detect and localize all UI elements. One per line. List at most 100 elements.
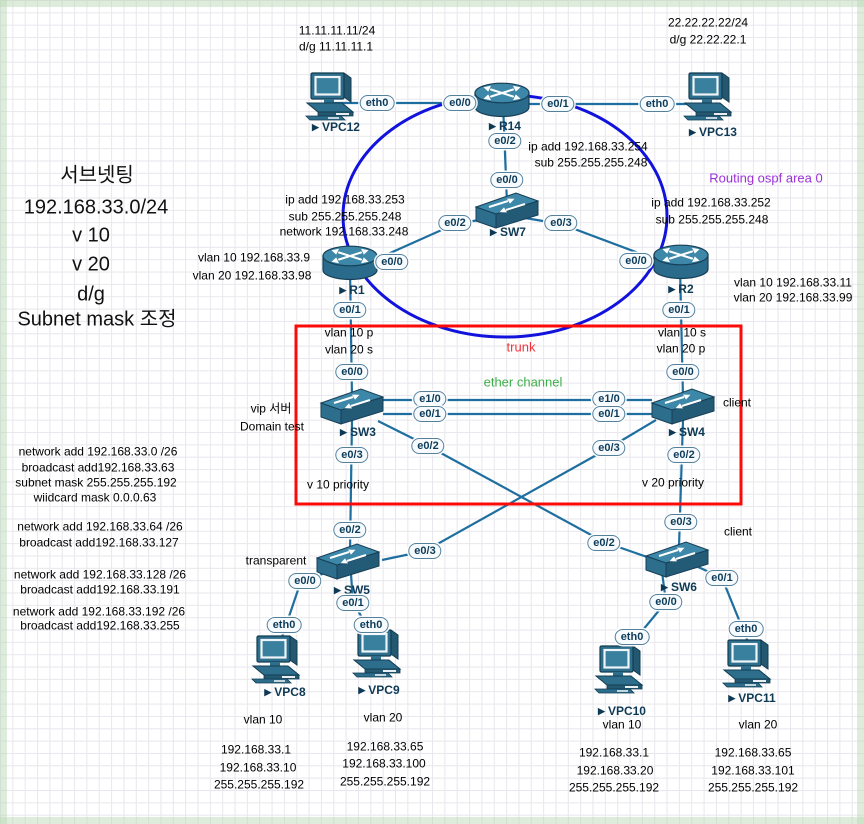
note-0-11-11-11-11-24[interactable]: 11.11.11.11/24	[298, 23, 376, 38]
note-34-subnet-mask[interactable]: Subnet mask 조정	[17, 308, 177, 331]
port-vpc13-eth0[interactable]: eth0	[639, 96, 675, 112]
note-59-192-168-33-101[interactable]: 192.168.33.101	[711, 763, 795, 778]
note-44-broadcast-add192-168-33-255[interactable]: broadcast add192.168.33.255	[20, 618, 180, 633]
note-49-vlan-20[interactable]: vlan 20	[363, 710, 403, 725]
port-sw7-e0-3[interactable]: e0/3	[544, 215, 578, 231]
port-sw4-e0-3[interactable]: e0/3	[592, 440, 626, 456]
device-label-sw3[interactable]: ▶SW3	[340, 426, 376, 438]
device-label-sw5[interactable]: ▶SW5	[334, 584, 370, 596]
port-r2-e0-0[interactable]: e0/0	[619, 253, 653, 269]
port-vpc12-eth0[interactable]: eth0	[359, 95, 395, 111]
note-2-22-22-22-22-24[interactable]: 22.22.22.22/24	[667, 15, 749, 30]
note-18-vlan-10-s[interactable]: vlan 10 s	[657, 325, 707, 340]
device-label-r14[interactable]: ▶R14	[489, 120, 521, 132]
device-label-sw4[interactable]: ▶SW4	[669, 426, 705, 438]
note-38-wiidcard-mask-0-0-0-63[interactable]: wiidcard mask 0.0.0.63	[33, 490, 157, 505]
note-45-vlan-10[interactable]: vlan 10	[243, 712, 283, 727]
port-r14-e0-0[interactable]: e0/0	[443, 95, 477, 111]
port-sw4-e0-2[interactable]: e0/2	[667, 447, 701, 463]
note-24-client[interactable]: client	[722, 395, 752, 410]
note-12-vlan-10-192-168-33-9[interactable]: vlan 10 192.168.33.9	[197, 250, 311, 265]
port-sw6-e0-1[interactable]: e0/1	[705, 570, 739, 586]
port-sw3-e0-3[interactable]: e0/3	[335, 447, 369, 463]
device-label-r2[interactable]: ▶R2	[668, 283, 693, 295]
note-42-broadcast-add192-168-33-191[interactable]: broadcast add192.168.33.191	[20, 582, 180, 597]
note-3-d-g-22-22-22-1[interactable]: d/g 22.22.22.1	[669, 32, 747, 47]
port-sw3-e0-2[interactable]: e0/2	[411, 438, 445, 454]
note-36-broadcast-add192-168-33-63[interactable]: broadcast add192.168.33.63	[21, 460, 175, 475]
note-48-255-255-255-192[interactable]: 255.255.255.192	[213, 777, 305, 792]
note-57-vlan-20[interactable]: vlan 20	[738, 717, 778, 732]
port-sw7-e0-2[interactable]: e0/2	[438, 215, 472, 231]
note-27-transparent[interactable]: transparent	[245, 553, 307, 568]
note-51-192-168-33-100[interactable]: 192.168.33.100	[342, 756, 426, 771]
note-53-vlan-10[interactable]: vlan 10	[602, 717, 642, 732]
note-46-192-168-33-1[interactable]: 192.168.33.1	[220, 742, 292, 757]
device-label-sw7[interactable]: ▶SW7	[490, 226, 526, 238]
device-label-vpc8[interactable]: ▶VPC8	[264, 686, 305, 698]
note-39-network-add-192-168-33-64-26[interactable]: network add 192.168.33.64 /26	[17, 519, 183, 534]
port-sw4-e0-0[interactable]: e0/0	[666, 364, 700, 380]
device-label-vpc10[interactable]: ▶VPC10	[598, 705, 646, 717]
note-10-ip-add-192-168-33-252[interactable]: ip add 192.168.33.252	[651, 195, 771, 210]
note-5-sub-255-255-255-248[interactable]: sub 255.255.255.248	[534, 155, 648, 170]
port-sw4-e0-1[interactable]: e0/1	[592, 406, 626, 422]
note-47-192-168-33-10[interactable]: 192.168.33.10	[219, 760, 297, 775]
note-30-192-168-33-0-24[interactable]: 192.168.33.0/24	[23, 196, 169, 219]
note-56-255-255-255-192[interactable]: 255.255.255.192	[568, 780, 660, 795]
note-13-vlan-20-192-168-33-98[interactable]: vlan 20 192.168.33.98	[192, 268, 312, 283]
port-sw6-e0-2[interactable]: e0/2	[587, 535, 621, 551]
note-41-network-add-192-168-33-128-26[interactable]: network add 192.168.33.128 /26	[13, 567, 187, 582]
note-52-255-255-255-192[interactable]: 255.255.255.192	[339, 774, 431, 789]
port-r1-e0-0[interactable]: e0/0	[375, 254, 409, 270]
note-15-vlan-20-192-168-33-99[interactable]: vlan 20 192.168.33.99	[733, 290, 853, 305]
device-label-vpc13[interactable]: ▶VPC13	[689, 126, 737, 138]
note-54-192-168-33-1[interactable]: 192.168.33.1	[578, 745, 650, 760]
port-sw3-e0-0[interactable]: e0/0	[335, 364, 369, 380]
note-21-ether-channel[interactable]: ether channel	[483, 374, 563, 390]
note-35-network-add-192-168-33-0-26[interactable]: network add 192.168.33.0 /26	[18, 444, 178, 459]
link-sw4-sw5[interactable]	[381, 419, 657, 562]
note-31-v-10[interactable]: v 10	[72, 224, 110, 247]
note-14-vlan-10-192-168-33-11[interactable]: vlan 10 192.168.33.11	[734, 275, 852, 290]
note-8-sub-255-255-255-248[interactable]: sub 255.255.255.248	[288, 209, 402, 224]
link-sw3-sw6[interactable]	[377, 420, 651, 560]
note-33-d-g[interactable]: d/g	[77, 283, 105, 306]
port-sw5-e0-2[interactable]: e0/2	[333, 522, 367, 538]
port-sw3-e0-1[interactable]: e0/1	[413, 406, 447, 422]
note-55-192-168-33-20[interactable]: 192.168.33.20	[576, 763, 654, 778]
port-sw7-e0-0[interactable]: e0/0	[490, 172, 524, 188]
trunk-red-box[interactable]	[294, 324, 743, 506]
note-11-sub-255-255-255-248[interactable]: sub 255.255.255.248	[655, 212, 769, 227]
note-32-v-20[interactable]: v 20	[72, 253, 110, 276]
port-sw5-e0-0[interactable]: e0/0	[288, 573, 322, 589]
note-26-v-20-priority[interactable]: v 20 priority	[641, 475, 705, 490]
note-16-vlan-10-p[interactable]: vlan 10 p	[324, 325, 374, 340]
note-17-vlan-20-s[interactable]: vlan 20 s	[324, 342, 374, 357]
device-label-vpc11[interactable]: ▶VPC11	[728, 692, 775, 704]
port-sw5-e0-1[interactable]: e0/1	[336, 595, 370, 611]
port-vpc10-eth0[interactable]: eth0	[614, 629, 650, 645]
port-sw6-e0-0[interactable]: e0/0	[649, 594, 683, 610]
port-r2-e0-1[interactable]: e0/1	[662, 302, 696, 318]
port-vpc11-eth0[interactable]: eth0	[728, 621, 764, 637]
note-60-255-255-255-192[interactable]: 255.255.255.192	[707, 780, 799, 795]
device-label-vpc12[interactable]: ▶VPC12	[312, 121, 360, 133]
port-sw5-e0-3[interactable]: e0/3	[408, 543, 442, 559]
port-r14-e0-1[interactable]: e0/1	[541, 96, 575, 112]
note-58-192-168-33-65[interactable]: 192.168.33.65	[714, 745, 792, 760]
port-sw6-e0-3[interactable]: e0/3	[664, 514, 698, 530]
device-label-sw6[interactable]: ▶SW6	[661, 581, 697, 593]
note-7-ip-add-192-168-33-253[interactable]: ip add 192.168.33.253	[285, 192, 405, 207]
note-50-192-168-33-65[interactable]: 192.168.33.65	[346, 739, 424, 754]
port-r14-e0-2[interactable]: e0/2	[488, 133, 522, 149]
note-9-network-192-168-33-248[interactable]: network 192.168.33.248	[279, 224, 409, 239]
port-vpc8-eth0[interactable]: eth0	[266, 617, 302, 633]
note-1-d-g-11-11-11-1[interactable]: d/g 11.11.11.1	[298, 39, 374, 54]
note-43-network-add-192-168-33-192-26[interactable]: network add 192.168.33.192 /26	[12, 604, 186, 619]
note-28-client[interactable]: client	[723, 524, 753, 539]
note-22-vip[interactable]: vip 서버	[250, 401, 292, 416]
device-label-vpc9[interactable]: ▶VPC9	[358, 684, 399, 696]
port-sw3-e1-0[interactable]: e1/0	[413, 391, 447, 407]
note-29-[interactable]: 서브넷팅	[60, 164, 134, 187]
